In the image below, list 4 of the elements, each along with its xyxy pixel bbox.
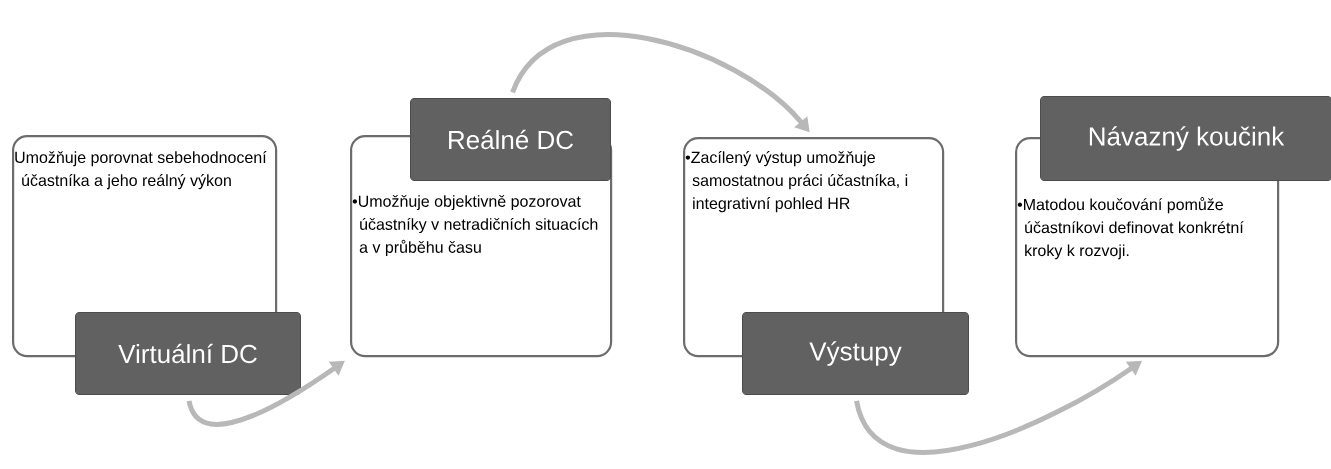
title-tab: Virtuální DC [75,312,301,395]
title-tab: Reálné DC [410,98,611,181]
title-tab: Návazný koučink [1040,96,1331,181]
title-tab: Výstupy [742,312,969,395]
